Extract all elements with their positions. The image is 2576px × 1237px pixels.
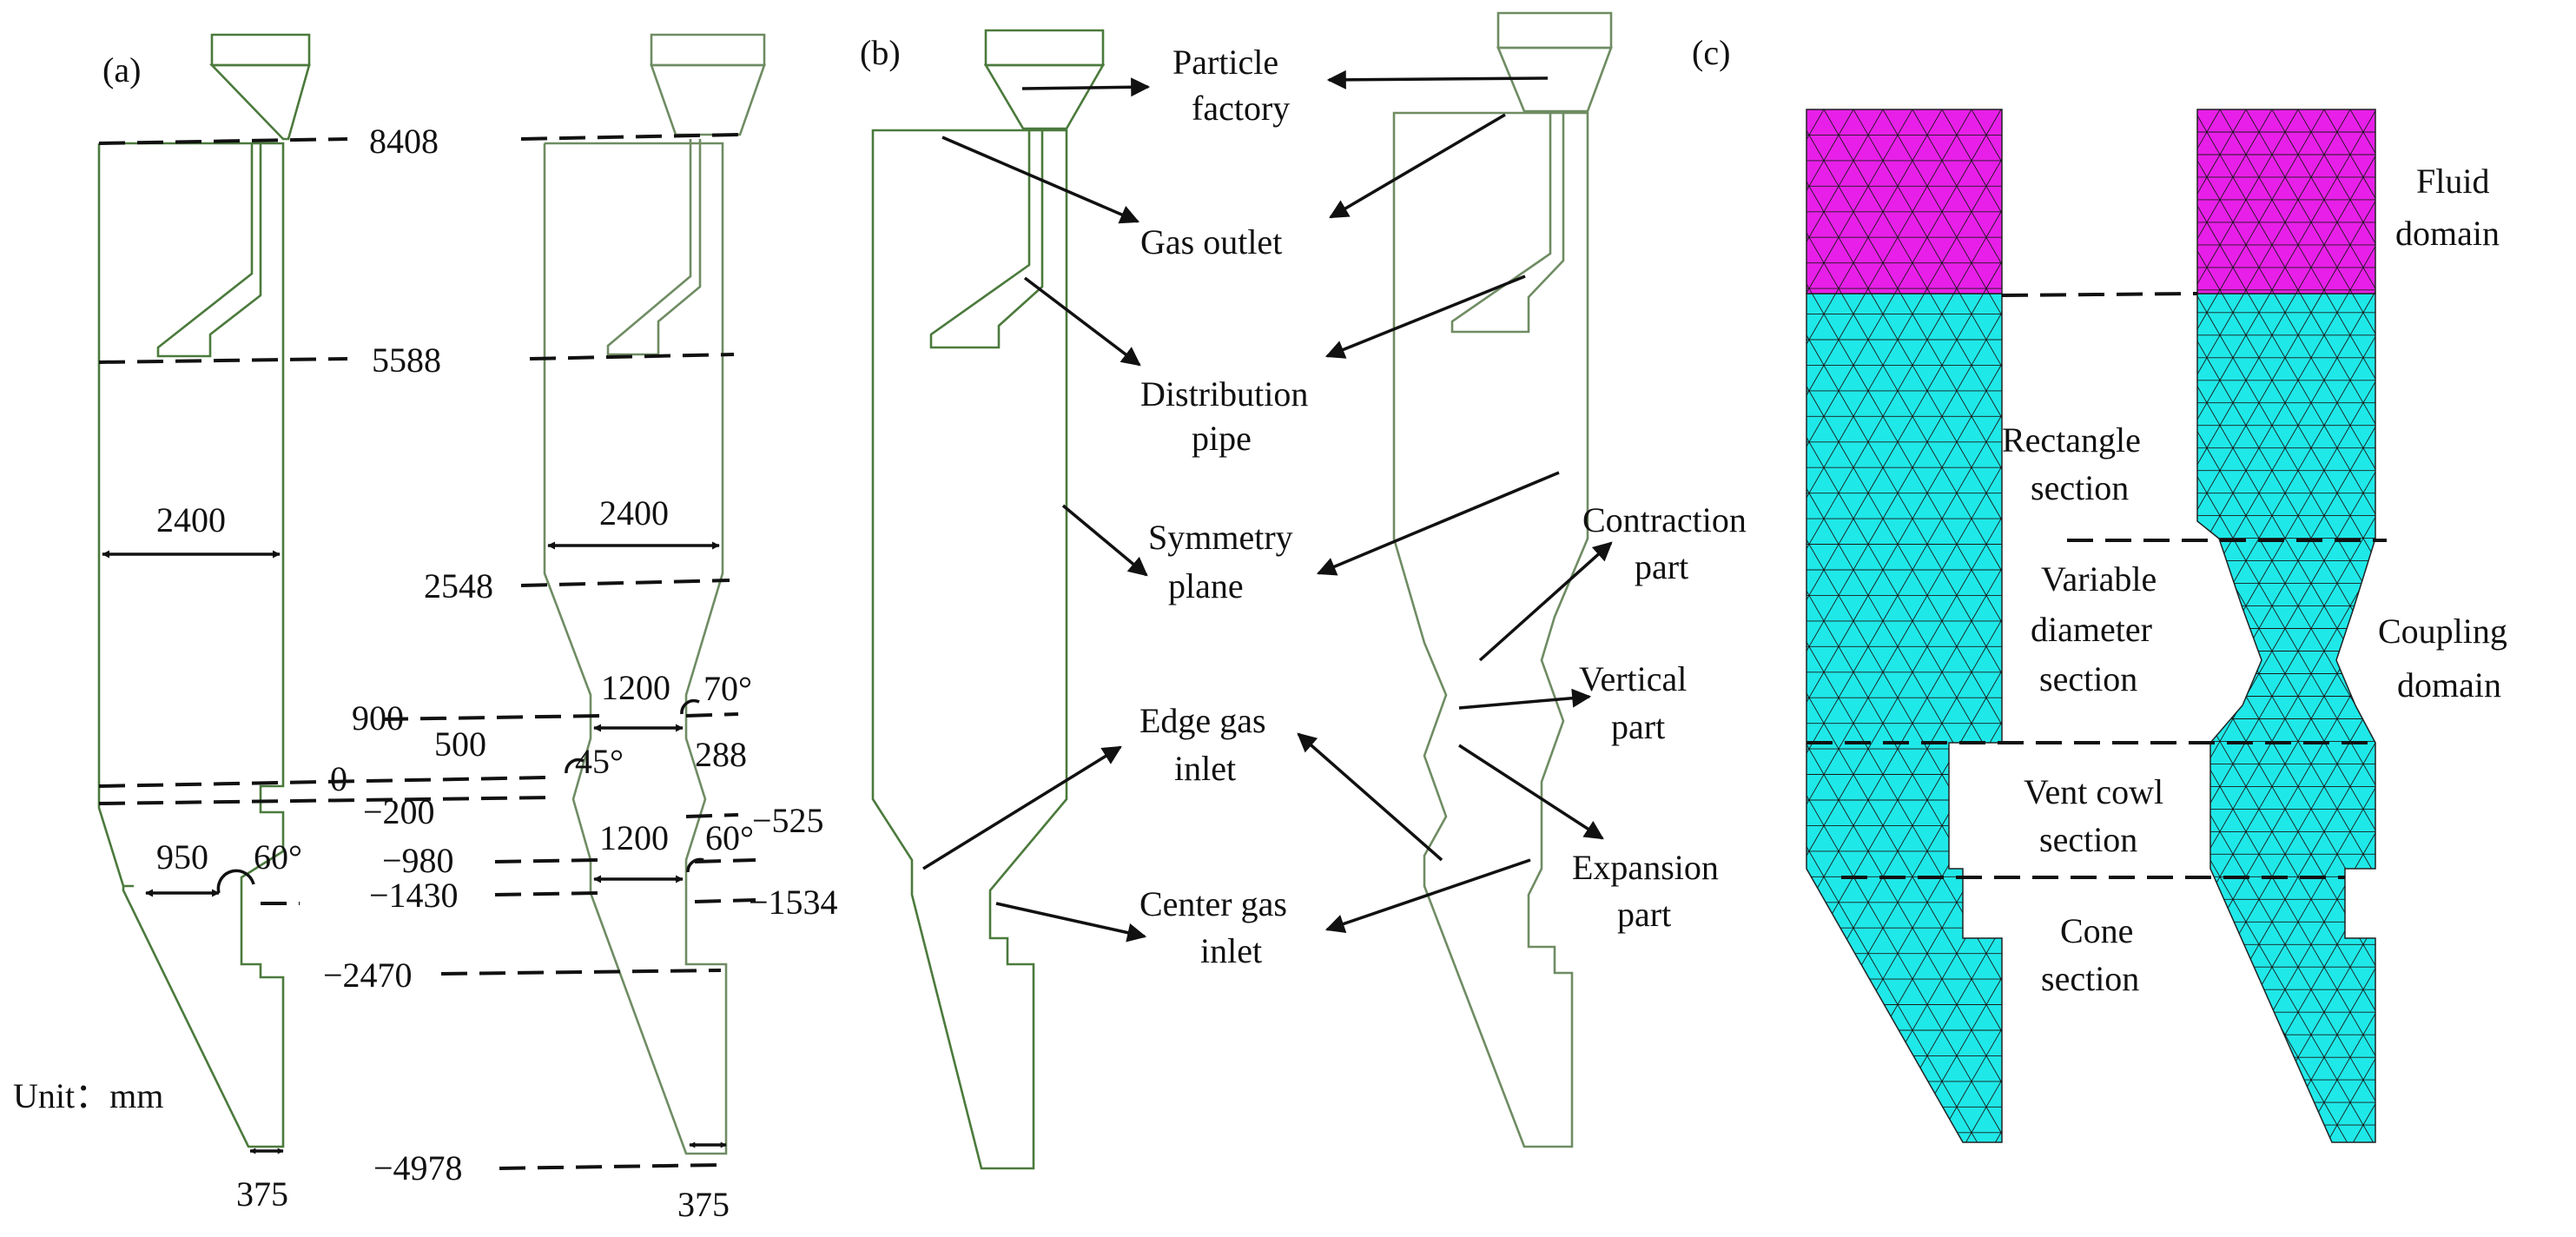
width-label: 950 xyxy=(156,837,208,876)
label-vertical-part: part xyxy=(1611,707,1665,746)
panel-a-dimensions xyxy=(102,541,727,1154)
label-edge-gas-inlet: inlet xyxy=(1174,749,1236,788)
panel-c-label: (c) xyxy=(1692,33,1730,72)
level-label: −2470 xyxy=(323,956,413,995)
label-particle-factory: factory xyxy=(1192,89,1290,128)
level-label: −525 xyxy=(752,801,824,840)
label-expansion-part: part xyxy=(1617,895,1671,934)
unit-label: Unit：mm xyxy=(13,1076,163,1115)
level-label: 900 xyxy=(352,698,404,738)
label-edge-gas-inlet: Edge gas xyxy=(1139,701,1266,740)
panel-a-label: (a) xyxy=(102,50,141,89)
label-contraction-part: Contraction xyxy=(1582,500,1747,539)
level-label: −1534 xyxy=(749,883,838,922)
panel-a-width-labels: 2400 2400 1200 1200 950 375 375 70° 45° … xyxy=(13,493,754,1224)
label-distribution-pipe: Distribution xyxy=(1140,374,1308,413)
level-label: 0 xyxy=(330,759,347,798)
label-coupling-domain: Coupling xyxy=(2378,612,2507,651)
width-label: 2400 xyxy=(599,493,669,533)
label-symmetry-plane: Symmetry xyxy=(1148,518,1293,557)
width-label: 1200 xyxy=(599,818,669,857)
level-label: −200 xyxy=(363,792,435,831)
panel-a-level-labels: 8408 5588 2548 900 500 0 −200 −980 −1430… xyxy=(323,122,838,1187)
label-variable-diameter-section: Variable xyxy=(2041,559,2157,599)
label-gas-outlet: Gas outlet xyxy=(1140,222,1282,261)
angle-label: 70° xyxy=(703,669,752,708)
level-label: −4978 xyxy=(373,1148,463,1187)
level-label: 500 xyxy=(434,724,486,764)
label-contraction-part: part xyxy=(1635,547,1688,586)
level-label: −980 xyxy=(382,841,454,880)
panel-b-left-reactor xyxy=(871,29,1106,1170)
label-center-gas-inlet: inlet xyxy=(1200,931,1262,970)
label-vent-cowl-section: Vent cowl xyxy=(2024,772,2163,811)
label-fluid-domain: domain xyxy=(2395,214,2500,253)
level-label: −1430 xyxy=(369,876,459,915)
panel-a-level-lines xyxy=(98,133,756,1170)
label-expansion-part: Expansion xyxy=(1572,848,1719,887)
label-center-gas-inlet: Center gas xyxy=(1139,884,1287,923)
angle-label: 60° xyxy=(254,837,302,876)
mesh-pattern xyxy=(2197,109,2375,1142)
width-label: 375 xyxy=(236,1174,288,1214)
label-symmetry-plane: plane xyxy=(1168,566,1244,605)
label-fluid-domain: Fluid xyxy=(2416,162,2489,201)
label-cone-section: Cone xyxy=(2060,911,2133,950)
width-label: 375 xyxy=(677,1185,730,1224)
label-rectangle-section: section xyxy=(2031,468,2129,507)
label-distribution-pipe: pipe xyxy=(1192,419,1252,458)
panel-c-labels: Fluid domain Rectangle section Variable … xyxy=(2002,162,2507,998)
panel-b-pointer-arrows xyxy=(922,69,1613,943)
panel-c-section-lines xyxy=(1807,292,2387,879)
width-label: 2400 xyxy=(156,500,226,539)
panel-c-right-mesh xyxy=(2196,109,2376,1143)
panel-b-labels: Particle factory Gas outlet Distribution… xyxy=(1139,43,1747,970)
label-variable-diameter-section: diameter xyxy=(2031,610,2152,649)
label-coupling-domain: domain xyxy=(2397,665,2501,704)
label-particle-factory: Particle xyxy=(1172,43,1278,82)
mesh-pattern xyxy=(1807,109,2002,1142)
label-vent-cowl-section: section xyxy=(2039,820,2137,859)
label-rectangle-section: Rectangle xyxy=(2002,420,2141,460)
level-label: 8408 xyxy=(369,122,439,161)
panel-b-label: (b) xyxy=(860,33,901,72)
width-label: 1200 xyxy=(601,668,670,707)
level-label: 288 xyxy=(695,735,747,774)
label-cone-section: section xyxy=(2041,959,2139,998)
angle-label: 60° xyxy=(705,818,754,857)
panel-b-right-reactor xyxy=(1392,11,1613,1148)
panel-a-right-reactor xyxy=(543,33,766,1155)
level-label: 5588 xyxy=(372,341,441,380)
panel-a-left-reactor xyxy=(97,33,311,1148)
label-vertical-part: Vertical xyxy=(1579,659,1687,698)
level-label: 2548 xyxy=(424,566,493,605)
angle-label: 45° xyxy=(575,742,624,781)
label-variable-diameter-section: section xyxy=(2039,659,2137,698)
